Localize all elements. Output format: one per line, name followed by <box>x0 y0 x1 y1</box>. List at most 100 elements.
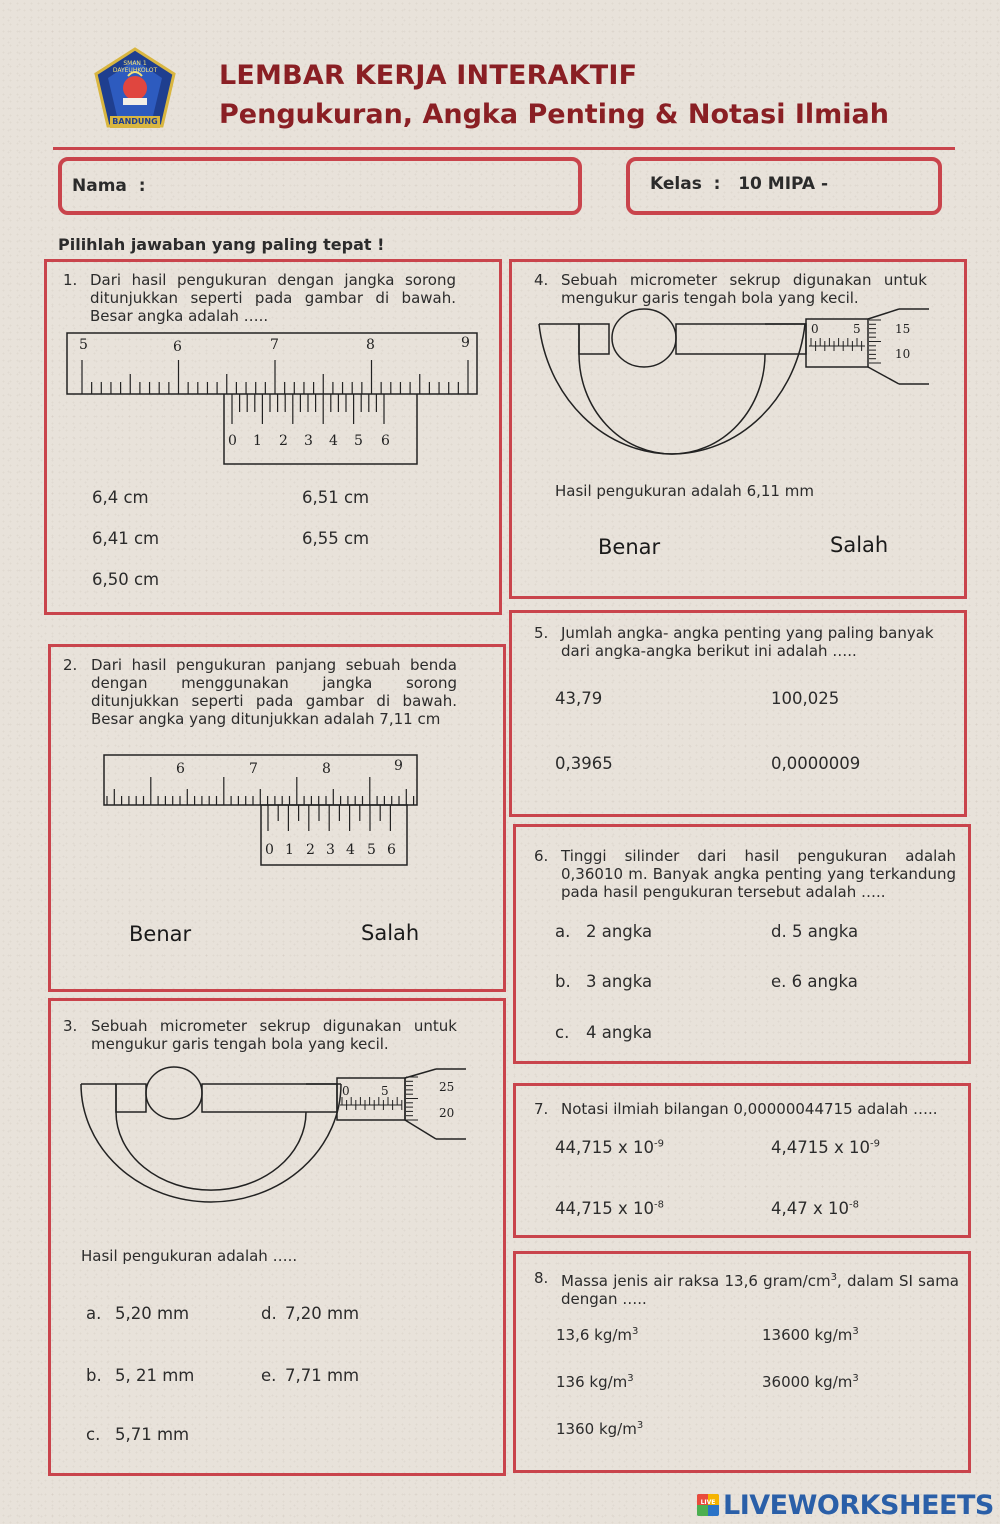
kelas-field[interactable] <box>820 169 930 205</box>
q3-sleeve-label-0: 0 <box>342 1084 350 1098</box>
q8-option-4[interactable]: 36000 kg/m3 <box>762 1373 859 1391</box>
q8-option-5-exp: 3 <box>636 1420 644 1431</box>
q5-option-2[interactable]: 100,025 <box>771 689 840 708</box>
q8-option-3[interactable]: 136 kg/m3 <box>556 1373 634 1391</box>
q6-number: 6. <box>534 847 549 865</box>
q4-salah-button[interactable]: Salah <box>830 533 889 557</box>
logo-text-top: SMAN 1 DAYEUHKOLOT <box>112 60 158 74</box>
micrometer-4: 0 5 15 10 <box>538 308 929 455</box>
q8-text-after: , dalam SI sama dengan ….. <box>561 1272 959 1308</box>
q2-vernier-label-3: 3 <box>326 842 335 858</box>
q2-vernier-label-2: 2 <box>306 842 315 858</box>
question-1-box: 1. Dari hasil pengukuran dengan jangka s… <box>44 259 502 615</box>
q7-option-3-base: 44,715 x 10 <box>555 1199 654 1218</box>
q5-option-3[interactable]: 0,3965 <box>555 754 613 773</box>
q2-benar-button[interactable]: Benar <box>129 922 192 946</box>
q3-option-e[interactable]: 7,71 mm <box>285 1366 360 1385</box>
q1-vernier-label-0: 0 <box>228 433 237 449</box>
q1-vernier-label-1: 1 <box>253 433 262 449</box>
q8-option-3-base: 136 kg/m <box>556 1373 628 1391</box>
q6-text: Tinggi silinder dari hasil pengukuran ad… <box>561 847 956 901</box>
q4-number: 4. <box>534 271 549 289</box>
q8-option-5[interactable]: 1360 kg/m3 <box>556 1420 643 1438</box>
q2-vernier-label-1: 1 <box>285 842 294 858</box>
q7-option-1[interactable]: 44,715 x 10-9 <box>555 1138 664 1157</box>
q1-main-label-3: 8 <box>366 337 375 353</box>
q3-option-d-letter: d. <box>261 1304 277 1323</box>
q8-option-5-base: 1360 kg/m <box>556 1420 637 1438</box>
q7-option-2-base: 4,4715 x 10 <box>771 1138 870 1157</box>
q6-option-d-letter: d. <box>771 922 787 941</box>
q7-option-4-exp: -8 <box>849 1199 859 1211</box>
nama-field[interactable] <box>142 169 567 205</box>
q6-option-c[interactable]: 4 angka <box>586 1023 653 1042</box>
q6-option-c-letter: c. <box>555 1023 570 1042</box>
q6-option-d[interactable]: d. 5 angka <box>771 922 858 941</box>
q6-option-e-text: 6 angka <box>791 972 858 991</box>
q3-option-c[interactable]: 5,71 mm <box>115 1425 190 1444</box>
q8-option-2-exp: 3 <box>852 1326 859 1337</box>
vernier-caliper-1: 5 6 7 8 9 0 1 2 3 4 5 6 <box>66 332 478 465</box>
q1-option-4[interactable]: 6,55 cm <box>302 529 370 548</box>
q7-option-4-base: 4,47 x 10 <box>771 1199 849 1218</box>
q2-number: 2. <box>63 656 78 674</box>
q1-option-2[interactable]: 6,51 cm <box>302 488 370 507</box>
q8-option-1[interactable]: 13,6 kg/m3 <box>556 1326 638 1344</box>
q1-vernier-label-5: 5 <box>354 433 363 449</box>
vernier-caliper-2: 6 7 8 9 0 1 2 3 4 5 6 <box>103 754 418 866</box>
q2-main-label-3: 9 <box>394 758 403 774</box>
q8-option-4-exp: 3 <box>852 1373 859 1384</box>
q2-salah-button[interactable]: Salah <box>361 921 420 945</box>
q4-thimble-label-0: 15 <box>895 322 910 336</box>
q4-thimble-label-1: 10 <box>895 347 910 361</box>
q1-option-3[interactable]: 6,41 cm <box>92 529 160 548</box>
q1-number: 1. <box>63 271 78 289</box>
q4-benar-button[interactable]: Benar <box>598 535 661 559</box>
micrometer-4-ball <box>611 308 677 368</box>
q3-option-d[interactable]: 7,20 mm <box>285 1304 360 1323</box>
q6-option-e[interactable]: e. 6 angka <box>771 972 858 991</box>
q1-main-label-2: 7 <box>270 337 279 353</box>
q8-text: Massa jenis air raksa 13,6 gram/cm3, dal… <box>561 1269 959 1308</box>
vernier-scale-1 <box>223 394 418 465</box>
micrometer-3-anvil <box>115 1083 147 1113</box>
q5-option-1[interactable]: 43,79 <box>555 689 603 708</box>
kelas-box: Kelas : 10 MIPA - <box>626 157 942 215</box>
q3-option-a-letter: a. <box>86 1304 102 1323</box>
q3-option-a[interactable]: 5,20 mm <box>115 1304 190 1323</box>
q6-option-b[interactable]: 3 angka <box>586 972 653 991</box>
q4-sleeve-label-1: 5 <box>853 322 861 336</box>
page-title: LEMBAR KERJA INTERAKTIF <box>219 60 638 91</box>
q2-main-label-1: 7 <box>249 761 258 777</box>
q5-option-4[interactable]: 0,0000009 <box>771 754 861 773</box>
q6-option-a[interactable]: 2 angka <box>586 922 653 941</box>
question-8-box: 8. Massa jenis air raksa 13,6 gram/cm3, … <box>513 1251 971 1473</box>
q2-vernier-label-4: 4 <box>346 842 355 858</box>
q1-option-5[interactable]: 6,50 cm <box>92 570 160 589</box>
q7-option-2[interactable]: 4,4715 x 10-9 <box>771 1138 880 1157</box>
q2-vernier-label-5: 5 <box>367 842 376 858</box>
main-scale-1 <box>66 332 478 395</box>
q7-option-3-exp: -8 <box>653 1199 664 1211</box>
question-2-box: 2. Dari hasil pengukuran panjang sebuah … <box>48 644 506 992</box>
q7-option-4[interactable]: 4,47 x 10-8 <box>771 1199 859 1218</box>
question-3-box: 3. Sebuah micrometer sekrup digunakan un… <box>48 998 506 1476</box>
live-badge-text: LIVE <box>700 1499 716 1506</box>
q3-sleeve-label-1: 5 <box>381 1084 389 1098</box>
nama-box: Nama : <box>58 157 582 215</box>
q4-text: Sebuah micrometer sekrup digunakan untuk… <box>561 271 927 307</box>
q3-thimble-label-1: 20 <box>439 1106 454 1120</box>
q3-option-c-letter: c. <box>86 1425 101 1444</box>
q7-option-3[interactable]: 44,715 x 10-8 <box>555 1199 664 1218</box>
question-7-box: 7. Notasi ilmiah bilangan 0,00000044715 … <box>513 1083 971 1238</box>
q8-option-2[interactable]: 13600 kg/m3 <box>762 1326 859 1344</box>
page-subtitle: Pengukuran, Angka Penting & Notasi Ilmia… <box>219 99 889 130</box>
q1-option-1[interactable]: 6,4 cm <box>92 488 149 507</box>
q3-option-b[interactable]: 5, 21 mm <box>115 1366 195 1385</box>
micrometer-3-frame <box>80 1083 342 1203</box>
instruction: Pilihlah jawaban yang paling tepat ! <box>58 235 385 254</box>
q6-option-e-letter: e. <box>771 972 787 991</box>
q2-main-label-2: 8 <box>322 761 331 777</box>
q6-option-b-letter: b. <box>555 972 571 991</box>
q7-option-1-base: 44,715 x 10 <box>555 1138 654 1157</box>
